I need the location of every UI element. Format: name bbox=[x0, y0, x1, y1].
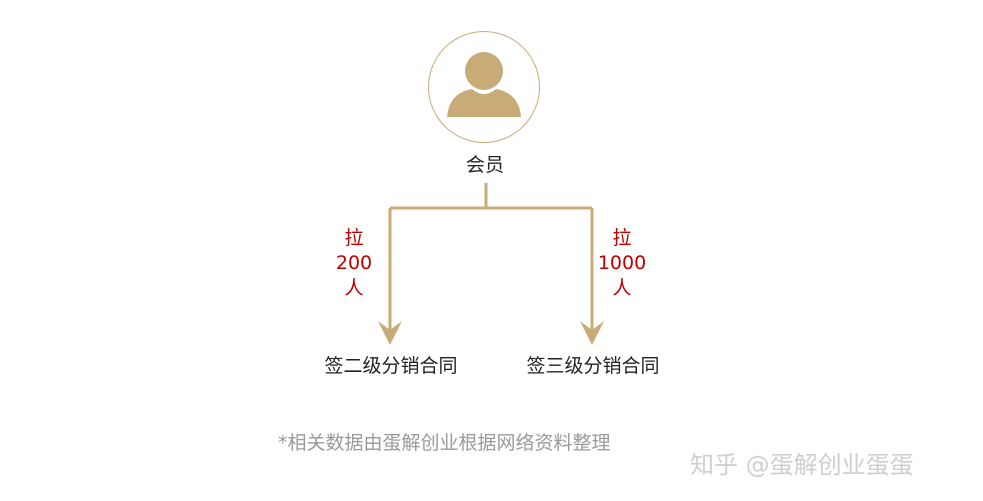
condition-verb: 拉 bbox=[612, 227, 632, 249]
right-arrowhead bbox=[580, 321, 604, 345]
right-branch-condition: 拉 1000 人 bbox=[587, 226, 657, 301]
condition-unit: 人 bbox=[344, 277, 364, 299]
left-branch-condition: 拉 200 人 bbox=[319, 226, 389, 301]
left-arrowhead bbox=[378, 321, 402, 345]
condition-unit: 人 bbox=[612, 277, 632, 299]
right-result-label: 签三级分销合同 bbox=[526, 355, 660, 377]
member-avatar-node bbox=[428, 31, 540, 143]
condition-count: 1000 bbox=[597, 252, 647, 274]
condition-verb: 拉 bbox=[344, 227, 364, 249]
left-result-label: 签二级分销合同 bbox=[324, 355, 458, 377]
source-note: *相关数据由蛋解创业根据网络资料整理 bbox=[278, 432, 611, 454]
zhihu-watermark: 知乎 @蛋解创业蛋蛋 bbox=[690, 451, 914, 479]
root-label: 会员 bbox=[465, 154, 504, 176]
person-icon bbox=[446, 51, 521, 117]
condition-count: 200 bbox=[335, 252, 373, 274]
